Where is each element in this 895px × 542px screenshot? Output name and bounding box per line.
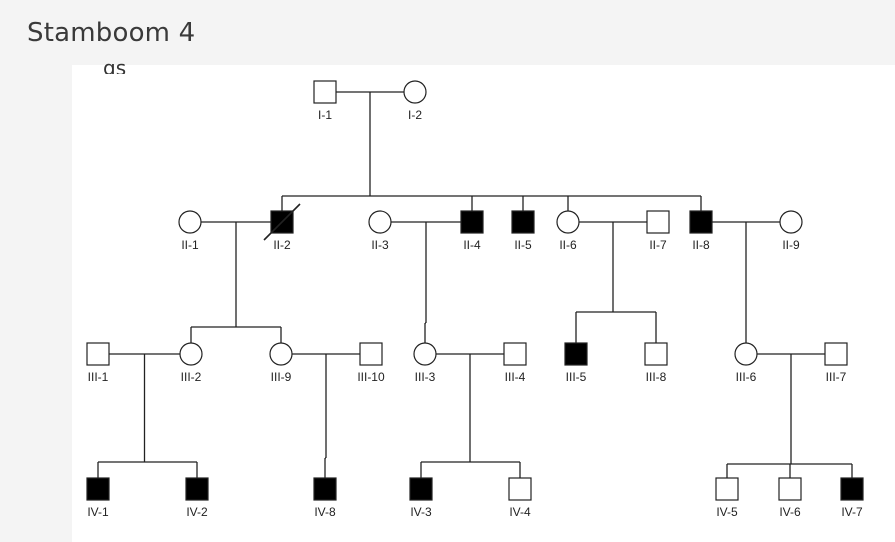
individual-ii-5-male-symbol <box>511 210 535 234</box>
individual-i-1-label: I-1 <box>318 108 332 122</box>
individual-iv-8-label: IV-8 <box>314 505 336 519</box>
individual-iv-6-male-symbol <box>778 477 802 501</box>
individual-iii-6-label: III-6 <box>736 370 757 384</box>
individual-iii-6-female-symbol <box>734 342 758 366</box>
individual-iii-5-label: III-5 <box>566 370 587 384</box>
individual-ii-4-label: II-4 <box>463 238 481 252</box>
individual-iii-3-label: III-3 <box>415 370 436 384</box>
individual-ii-7-male-symbol <box>646 210 670 234</box>
individual-iii-9-label: III-9 <box>271 370 292 384</box>
individual-iv-1-male-symbol <box>86 477 110 501</box>
cropped-text-fragment: gs <box>103 58 127 74</box>
individual-iv-3-male-symbol <box>409 477 433 501</box>
individual-ii-9-female-symbol <box>779 210 803 234</box>
individual-ii-6-label: II-6 <box>559 238 577 252</box>
individual-ii-2-deceased-slash <box>263 203 301 241</box>
individual-iii-2-label: III-2 <box>181 370 202 384</box>
individual-iv-3-label: IV-3 <box>410 505 432 519</box>
pedigree-symbols <box>86 80 864 501</box>
individual-ii-8-male-symbol <box>689 210 713 234</box>
individual-iv-2-label: IV-2 <box>186 505 208 519</box>
individual-iv-5-male-symbol <box>715 477 739 501</box>
individual-iv-4-male-symbol <box>508 477 532 501</box>
individual-ii-5-label: II-5 <box>514 238 532 252</box>
individual-iii-4-male-symbol <box>503 342 527 366</box>
individual-iii-7-label: III-7 <box>826 370 847 384</box>
individual-iii-8-male-symbol <box>644 342 668 366</box>
individual-iii-10-male-symbol <box>359 342 383 366</box>
individual-ii-4-male-symbol <box>460 210 484 234</box>
individual-ii-3-label: II-3 <box>371 238 389 252</box>
individual-iii-10-label: III-10 <box>357 370 385 384</box>
individual-iii-8-label: III-8 <box>646 370 667 384</box>
individual-iv-1-label: IV-1 <box>87 505 109 519</box>
individual-iv-2-male-symbol <box>185 477 209 501</box>
individual-ii-8-label: II-8 <box>692 238 710 252</box>
individual-iv-6-label: IV-6 <box>779 505 801 519</box>
individual-ii-3-female-symbol <box>368 210 392 234</box>
individual-ii-9-label: II-9 <box>782 238 800 252</box>
individual-i-2-female-symbol <box>403 80 427 104</box>
page-title: Stamboom 4 <box>27 18 196 48</box>
individual-i-1-male-symbol <box>313 80 337 104</box>
individual-iii-4-label: III-4 <box>505 370 526 384</box>
individual-iii-7-male-symbol <box>824 342 848 366</box>
individual-ii-6-female-symbol <box>556 210 580 234</box>
individual-iv-5-label: IV-5 <box>716 505 738 519</box>
individual-iii-9-female-symbol <box>269 342 293 366</box>
individual-iv-4-label: IV-4 <box>509 505 531 519</box>
individual-iv-8-male-symbol <box>313 477 337 501</box>
individual-ii-1-label: II-1 <box>181 238 199 252</box>
individual-iii-1-male-symbol <box>86 342 110 366</box>
individual-iii-2-female-symbol <box>179 342 203 366</box>
individual-iii-1-label: III-1 <box>88 370 109 384</box>
individual-iv-7-male-symbol <box>840 477 864 501</box>
individual-i-2-label: I-2 <box>408 108 422 122</box>
individual-ii-7-label: II-7 <box>649 238 667 252</box>
individual-ii-2-label: II-2 <box>273 238 291 252</box>
individual-ii-1-female-symbol <box>178 210 202 234</box>
individual-iii-3-female-symbol <box>413 342 437 366</box>
individual-iv-7-label: IV-7 <box>841 505 863 519</box>
pedigree-lines <box>97 91 853 478</box>
individual-iii-5-male-symbol <box>564 342 588 366</box>
